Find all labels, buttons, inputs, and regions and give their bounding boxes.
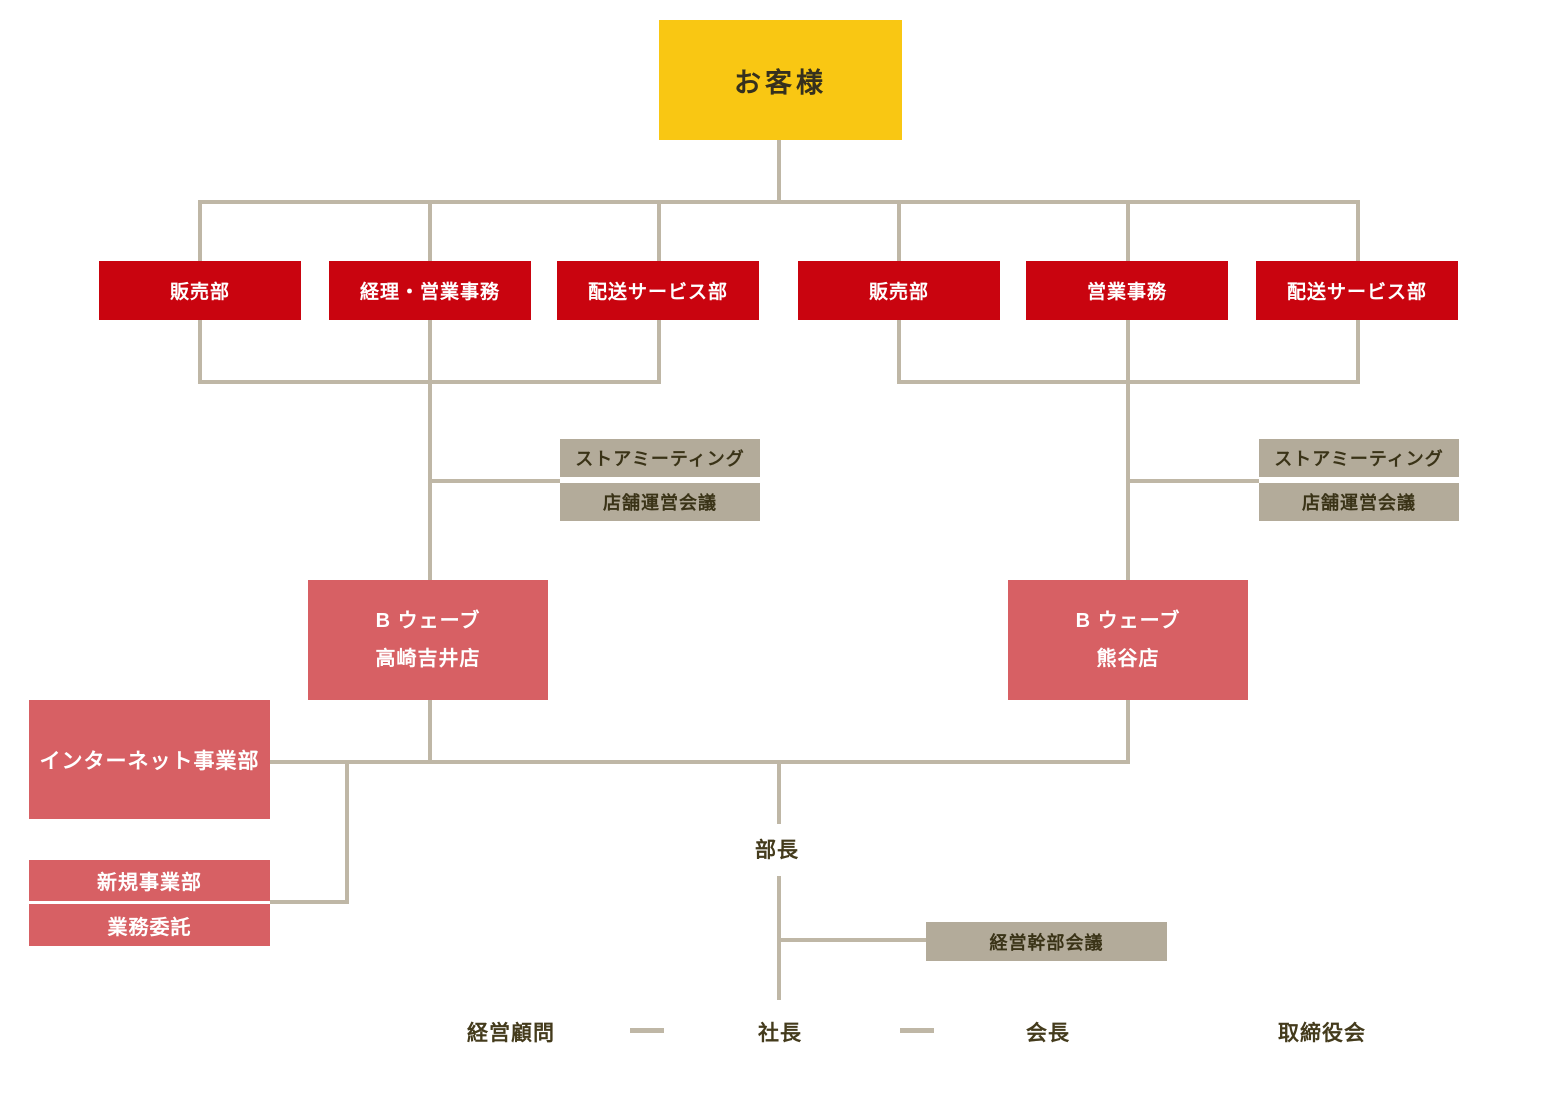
connector-meeting-stub-right: [1128, 479, 1259, 483]
executive-meeting-label: 経営幹部会議: [989, 932, 1104, 953]
connector-branch-vertical: [345, 760, 349, 904]
internet-division-label: インターネット事業部: [39, 749, 260, 773]
store-name-line1: B ウェーブ: [1075, 610, 1181, 632]
store-name-line2: 高崎吉井店: [375, 648, 481, 670]
dash-president-chairman: [900, 1028, 934, 1033]
new-business-label: 新規事業部: [97, 872, 202, 894]
connector-drop-3: [657, 202, 661, 262]
new-business-division-box: 新規事業部: [29, 860, 270, 901]
connector-rise-5: [1126, 320, 1130, 384]
meeting-right-store-meeting: ストアミーティング: [1259, 439, 1459, 477]
internet-division-box: インターネット事業部: [29, 700, 270, 819]
connector-rise-1: [198, 320, 202, 384]
outsourcing-box: 業務委託: [29, 904, 270, 946]
dept-label: 販売部: [868, 282, 929, 303]
manager-label: 部長: [755, 839, 799, 862]
meeting-right-operations: 店舗運営会議: [1259, 483, 1459, 521]
outsourcing-label: 業務委託: [107, 916, 192, 939]
meeting-label: 店舗運営会議: [603, 493, 717, 513]
dept-label: 配送サービス部: [1286, 282, 1427, 303]
store-name-line1: B ウェーブ: [375, 610, 481, 632]
dept-right-office: 営業事務: [1026, 261, 1228, 320]
connector-manager-upper: [777, 760, 781, 824]
advisor-label: 経営顧問: [467, 1022, 555, 1045]
connector-drop-4: [897, 202, 901, 262]
connector-drop-2: [428, 202, 432, 262]
customer-box: お客様: [659, 20, 902, 140]
store-kumagaya-box: B ウェーブ 熊谷店: [1008, 580, 1248, 700]
customer-label: お客様: [734, 67, 827, 98]
connector-rise-6: [1356, 320, 1360, 384]
dept-left-accounting: 経理・営業事務: [329, 261, 531, 320]
connector-drop-5: [1126, 202, 1130, 262]
connector-drop-1: [198, 202, 202, 262]
dept-label: 販売部: [169, 282, 230, 303]
dept-label: 配送サービス部: [587, 282, 728, 303]
connector-store-left-lower: [428, 700, 432, 764]
dept-left-sales: 販売部: [99, 261, 301, 320]
meeting-label: ストアミーティング: [1274, 449, 1444, 469]
connector-rise-4: [897, 320, 901, 384]
store-name-line2: 熊谷店: [1096, 648, 1160, 670]
president-label: 社長: [758, 1022, 802, 1045]
chairman-label: 会長: [1026, 1022, 1070, 1045]
connector-exec-stub: [777, 938, 926, 942]
dept-label: 経理・営業事務: [359, 282, 500, 303]
connector-branch-stub: [270, 900, 349, 904]
dash-advisor-president: [630, 1028, 664, 1033]
meeting-label: 店舗運営会議: [1302, 493, 1416, 513]
connector-meeting-stub-left: [430, 479, 560, 483]
meeting-label: ストアミーティング: [575, 449, 745, 469]
executive-meeting-box: 経営幹部会議: [926, 922, 1167, 961]
connector-rise-2: [428, 320, 432, 384]
dept-right-delivery: 配送サービス部: [1256, 261, 1458, 320]
connector-drop-6: [1356, 202, 1360, 262]
connector-customer-drop: [777, 140, 781, 204]
meeting-left-operations: 店舗運営会議: [560, 483, 760, 521]
connector-top-horizontal: [198, 200, 1360, 204]
dept-right-sales: 販売部: [798, 261, 1000, 320]
dept-label: 営業事務: [1086, 282, 1167, 303]
meeting-left-store-meeting: ストアミーティング: [560, 439, 760, 477]
connector-lower-rail: [270, 760, 1130, 764]
connector-rise-3: [657, 320, 661, 384]
store-takasaki-yoshii-box: B ウェーブ 高崎吉井店: [308, 580, 548, 700]
dept-left-delivery: 配送サービス部: [557, 261, 759, 320]
connector-store-right-lower: [1126, 700, 1130, 764]
board-label: 取締役会: [1278, 1022, 1366, 1045]
